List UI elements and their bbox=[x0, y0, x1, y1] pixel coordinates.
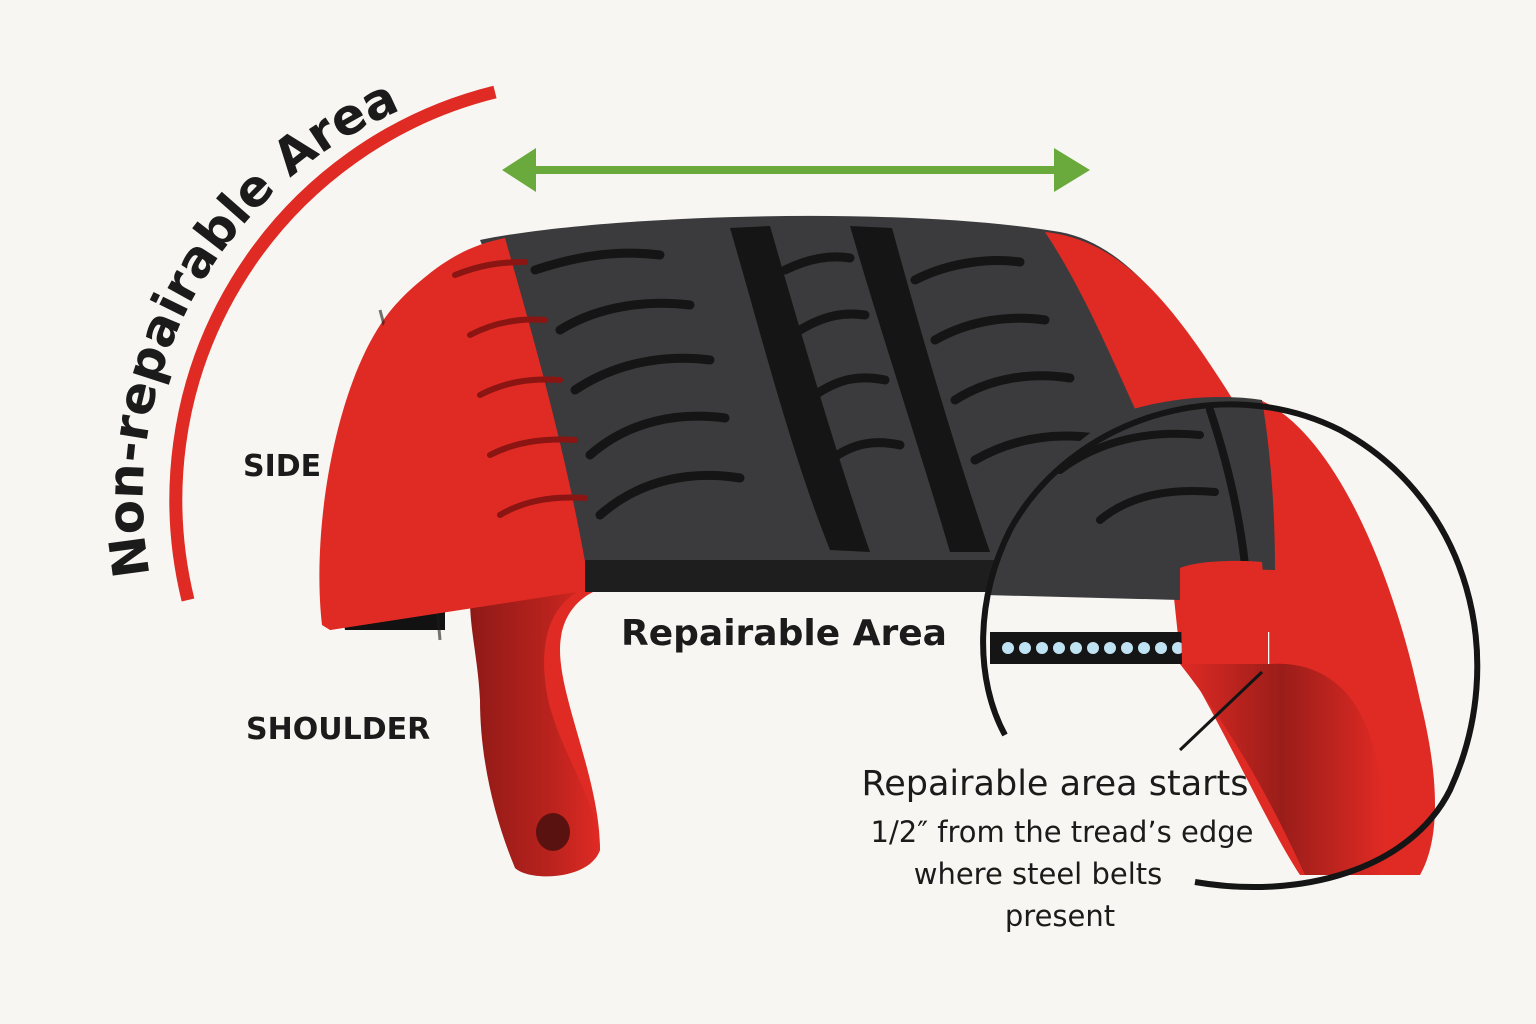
right-inner-cavity bbox=[1180, 663, 1384, 875]
right-tread-shoulder bbox=[1045, 232, 1245, 440]
tire-cutaway bbox=[319, 215, 1481, 890]
repairable-area-label: Repairable Area bbox=[621, 613, 947, 654]
magnifier-ring bbox=[980, 401, 1481, 890]
bead-hole bbox=[536, 813, 570, 851]
non-repairable-arc bbox=[169, 85, 497, 602]
tread-groove-2 bbox=[850, 226, 990, 552]
side-label: SIDE bbox=[243, 449, 321, 484]
note-line-4: present bbox=[1005, 899, 1115, 933]
note-line-3: where steel belts bbox=[914, 857, 1163, 891]
note-line-2: 1/2″ from the tread’s edge bbox=[871, 815, 1254, 849]
repairable-span-arrow-icon bbox=[502, 148, 1090, 192]
left-bead-fold bbox=[470, 577, 600, 877]
right-shoulder-section bbox=[1180, 560, 1268, 664]
tread-groove-1 bbox=[730, 226, 870, 552]
shoulder-label: SHOULDER bbox=[246, 712, 430, 747]
left-tread-shoulder bbox=[327, 238, 590, 630]
note-line-1: Repairable area starts bbox=[861, 764, 1248, 804]
leader-line bbox=[1178, 670, 1264, 752]
